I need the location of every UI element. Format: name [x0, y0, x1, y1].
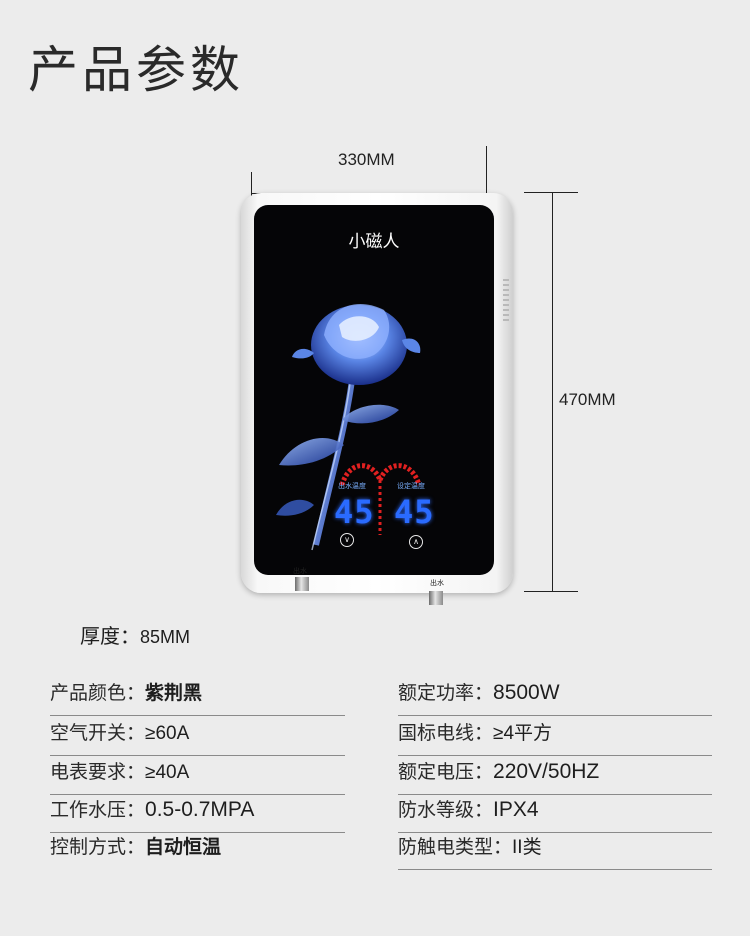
outlet-label-left: 出水 [293, 567, 307, 575]
spec-value: ≥60A [145, 723, 190, 744]
height-dimension-line [552, 192, 553, 592]
water-heater-image: 小磁人 [241, 193, 513, 605]
side-vent [503, 279, 509, 321]
spec-value: II类 [512, 837, 542, 858]
set-temp-display: 45 [394, 493, 435, 531]
spec-value: 8500W [493, 681, 560, 704]
spec-value: ≥4平方 [493, 723, 553, 744]
spec-value: 0.5-0.7MPA [145, 798, 255, 821]
spec-row: 电表要求：≥40A [50, 757, 345, 795]
spec-row: 额定电压：220V/50HZ [398, 757, 712, 795]
brand-logo: 小磁人 [348, 232, 400, 252]
spec-row: 国标电线：≥4平方 [398, 718, 712, 756]
spec-label: 额定功率： [398, 682, 494, 704]
thickness-value: 85MM [140, 627, 191, 647]
spec-row: 防水等级：IPX4 [398, 795, 712, 833]
spec-row: 额定功率：8500W [398, 678, 712, 716]
spec-label: 控制方式： [50, 836, 146, 858]
thickness-label: 厚度： [80, 624, 140, 648]
glass-panel: 小磁人 [254, 205, 494, 575]
width-dimension-tick-left [251, 172, 252, 212]
spec-value: 紫荆黑 [145, 682, 203, 704]
spec-label: 防触电类型： [398, 836, 513, 858]
spec-row: 控制方式：自动恒温 [50, 832, 345, 870]
spec-value: ≥40A [145, 762, 190, 783]
outlet-temp-label: 出水温度 [338, 482, 366, 490]
spec-label: 额定电压： [398, 761, 494, 783]
thickness-spec: 厚度：85MM [80, 620, 190, 649]
spec-value: IPX4 [493, 798, 539, 821]
chevron-down-icon[interactable]: ∨ [340, 533, 354, 547]
spec-row: 工作水压：0.5-0.7MPA [50, 795, 345, 833]
spec-label: 国标电线： [398, 722, 494, 744]
rose-illustration [276, 303, 422, 551]
width-dimension-label: 330MM [338, 150, 395, 169]
spec-label: 产品颜色： [50, 682, 146, 704]
height-dimension-label: 470MM [559, 390, 616, 409]
width-dimension-tick-right [486, 146, 487, 194]
spec-label: 防水等级： [398, 799, 494, 821]
spec-row: 防触电类型：II类 [398, 832, 712, 870]
set-temp-label: 设定温度 [397, 482, 425, 490]
water-pipe-right [429, 591, 443, 605]
height-dimension-tick-top [524, 192, 578, 193]
spec-value: 220V/50HZ [493, 760, 600, 783]
spec-label: 电表要求： [50, 761, 146, 783]
spec-row: 产品颜色：紫荆黑 [50, 678, 345, 716]
page-title: 产品参数 [28, 41, 244, 99]
outlet-temp-display: 45 [334, 493, 375, 531]
spec-label: 空气开关： [50, 722, 146, 744]
chevron-up-icon[interactable]: ∧ [409, 535, 423, 549]
height-dimension-tick-bottom [524, 591, 578, 592]
spec-value: 自动恒温 [145, 836, 222, 858]
spec-row: 空气开关：≥60A [50, 718, 345, 756]
water-pipe-left [295, 577, 309, 591]
outlet-label-right: 出水 [430, 579, 444, 587]
spec-label: 工作水压： [50, 799, 146, 821]
